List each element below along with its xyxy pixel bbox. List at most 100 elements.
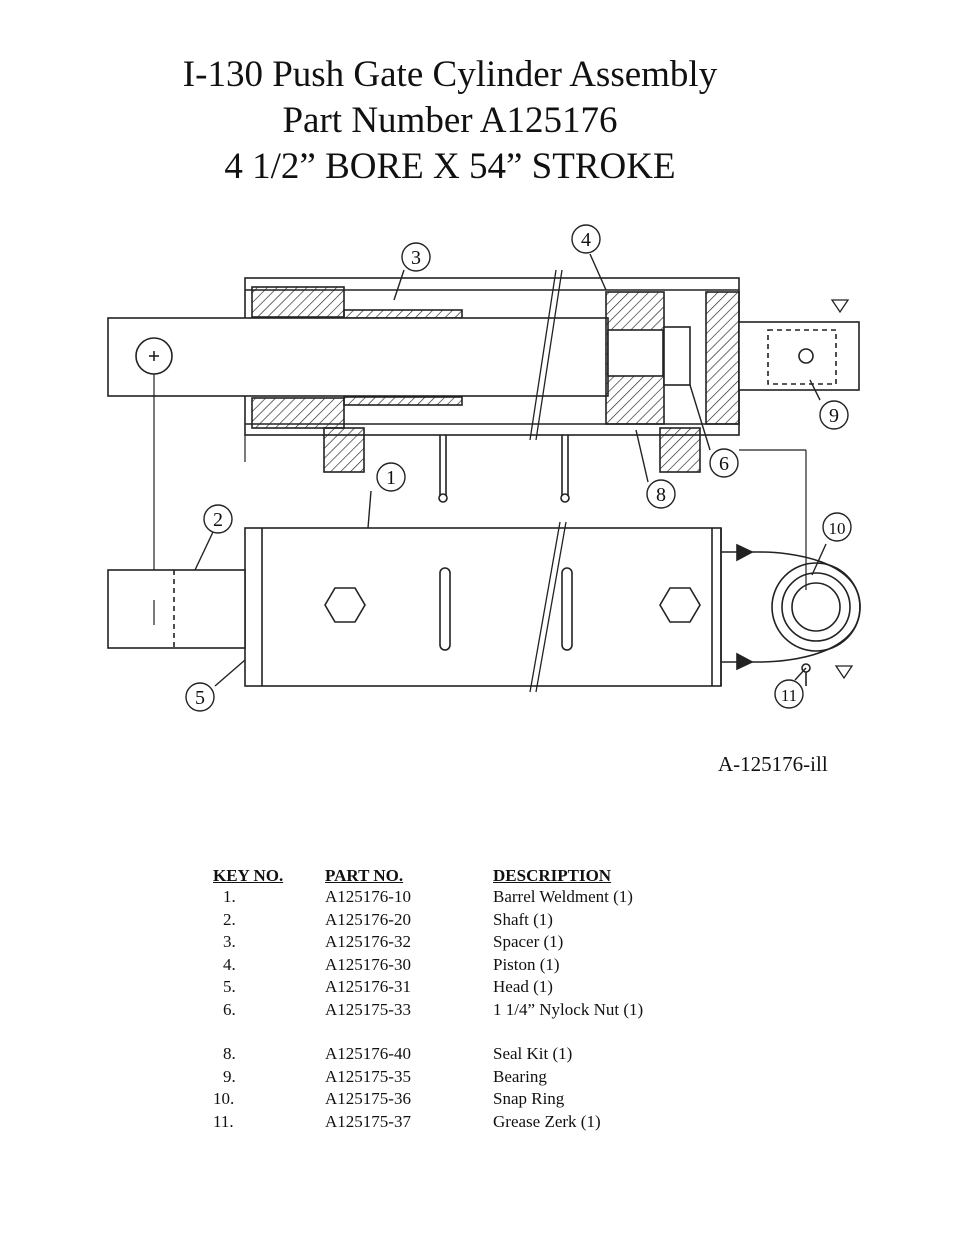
part-cell: A125175-35 — [325, 1066, 411, 1086]
leader-4 — [589, 253, 607, 291]
key-cell: 6. — [223, 999, 236, 1019]
callout-1: 1 — [386, 467, 396, 489]
leader-10 — [811, 543, 827, 576]
part-cell: A125175-37 — [325, 1111, 411, 1131]
part-cell: A125176-10 — [325, 887, 411, 906]
callout-circle-5 — [185, 682, 215, 712]
cylinder-exterior-view — [107, 521, 861, 693]
callout-circle-1 — [376, 462, 406, 492]
callout-circle-11 — [774, 679, 804, 709]
header-part-no: PART NO. — [325, 866, 404, 885]
grease-symbol-bottom-icon — [834, 665, 854, 680]
callout-4: 4 — [581, 229, 591, 251]
callout-circle-3 — [401, 242, 431, 272]
parts-table: KEY NO. PART NO. DESCRIPTION 1. A125176-… — [213, 865, 753, 1134]
cylinder-assembly-diagram: 3 4 1 2 5 6 8 9 10 11 — [107, 224, 861, 712]
callout-2: 2 — [213, 509, 223, 531]
part-cell: A125176-20 — [325, 909, 411, 929]
head-section-bottom — [251, 397, 345, 429]
table-row: 6. A125175-33 1 1/4” Nylock Nut (1) — [213, 1000, 753, 1023]
callout-11: 11 — [781, 686, 797, 705]
table-row: 1. A125176-10 Barrel Weldment (1) — [213, 887, 753, 910]
grease-symbol-top-icon — [830, 299, 850, 314]
desc-cell: Grease Zerk (1) — [493, 1111, 601, 1131]
leader-5 — [214, 659, 246, 687]
part-cell: A125176-30 — [325, 954, 411, 974]
part-cell: A125176-31 — [325, 977, 411, 996]
table-row: 8. A125176-40 Seal Kit (1) — [213, 1044, 753, 1067]
leader-2 — [194, 531, 214, 571]
callout-circle-9 — [819, 400, 849, 430]
desc-cell: Spacer (1) — [493, 932, 564, 951]
key-cell: 1. — [223, 887, 236, 906]
spacer-top — [343, 309, 463, 319]
callout-5: 5 — [195, 687, 205, 709]
callout-9: 9 — [829, 405, 839, 427]
table-spacer-row — [213, 1022, 753, 1044]
table-row: 3. A125176-32 Spacer (1) — [213, 932, 753, 955]
end-cap-section — [705, 291, 740, 425]
desc-cell: Seal Kit (1) — [493, 1044, 573, 1063]
table-header-row: KEY NO. PART NO. DESCRIPTION — [213, 865, 753, 887]
table-row: 10. A125175-36 Snap Ring — [213, 1089, 753, 1112]
shaft-exterior — [107, 569, 246, 649]
table-row: 2. A125176-20 Shaft (1) — [213, 910, 753, 933]
slot-right — [561, 567, 573, 651]
part-cell: A125175-33 — [325, 999, 411, 1019]
table-row: 4. A125176-30 Piston (1) — [213, 955, 753, 978]
table-row: 5. A125176-31 Head (1) — [213, 977, 753, 1000]
callout-bubbles — [185, 224, 852, 712]
document-title: I-130 Push Gate Cylinder Assembly Part N… — [0, 52, 900, 190]
spacer-bottom — [343, 396, 463, 406]
part-cell: A125176-32 — [325, 932, 411, 951]
rod-end-eye — [721, 551, 861, 663]
leader-1 — [367, 490, 372, 529]
callout-circle-6 — [709, 448, 739, 478]
shaft-section — [107, 317, 609, 397]
head-section-top — [251, 286, 345, 318]
key-cell: 11. — [213, 1111, 234, 1131]
callout-8: 8 — [656, 484, 666, 506]
port-right — [659, 427, 701, 473]
leader-6 — [689, 384, 711, 451]
callout-circle-10 — [822, 512, 852, 542]
header-key-no: KEY NO. — [213, 866, 284, 885]
hex-plug-left — [324, 587, 366, 623]
callout-3: 3 — [411, 247, 421, 269]
hex-plug-right — [659, 587, 701, 623]
callout-6: 6 — [719, 453, 729, 475]
key-cell: 8. — [223, 1044, 236, 1063]
leader-11 — [794, 667, 807, 681]
callout-10: 10 — [829, 519, 846, 538]
desc-cell: Head (1) — [493, 977, 553, 996]
barrel-exterior — [244, 527, 722, 687]
part-cell: A125176-40 — [325, 1044, 411, 1063]
title-line-1: I-130 Push Gate Cylinder Assembly — [182, 54, 718, 95]
title-line-3: 4 1/2” BORE X 54” STROKE — [224, 146, 676, 187]
illustration-label: A-125176-ill — [718, 752, 828, 776]
callout-circle-2 — [203, 504, 233, 534]
title-line-2: Part Number A125176 — [282, 100, 618, 141]
cylinder-section-view — [107, 269, 860, 600]
part-cell: A125175-36 — [325, 1089, 411, 1108]
key-cell: 5. — [223, 977, 236, 996]
desc-cell: 1 1/4” Nylock Nut (1) — [493, 999, 644, 1019]
desc-cell: Piston (1) — [493, 954, 560, 974]
leader-8 — [635, 429, 649, 483]
leader-3 — [393, 269, 405, 301]
desc-cell: Snap Ring — [493, 1089, 565, 1108]
key-cell: 10. — [213, 1089, 235, 1108]
desc-cell: Shaft (1) — [493, 909, 553, 929]
port-left — [323, 427, 365, 473]
leader-9 — [809, 379, 821, 401]
bearing-eye-section — [738, 321, 860, 391]
slot-left — [439, 567, 451, 651]
table-row: 9. A125175-35 Bearing — [213, 1067, 753, 1090]
table-row: 11. A125175-37 Grease Zerk (1) — [213, 1112, 753, 1135]
key-cell: 9. — [223, 1066, 236, 1086]
header-description: DESCRIPTION — [493, 866, 612, 885]
key-cell: 2. — [223, 909, 236, 929]
key-cell: 3. — [223, 932, 236, 951]
key-cell: 4. — [223, 954, 236, 974]
desc-cell: Bearing — [493, 1066, 547, 1086]
